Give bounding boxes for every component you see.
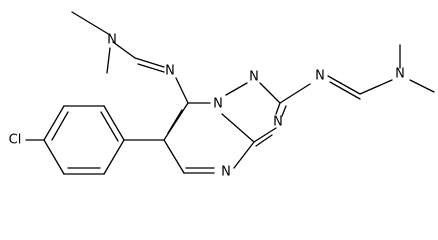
bond: [100, 111, 119, 142]
bond: [409, 79, 435, 93]
bond: [255, 134, 273, 147]
bond: [167, 109, 183, 134]
bond: [329, 81, 361, 100]
bond: [327, 75, 361, 95]
bond: [221, 113, 255, 143]
atom-label-n-left-imine: N: [165, 64, 175, 79]
bond: [163, 139, 185, 174]
bond: [275, 102, 281, 115]
bond: [106, 47, 111, 74]
atom-label-n-right-amine: N: [395, 67, 405, 82]
bond: [112, 41, 136, 59]
bond: [103, 139, 125, 175]
bond: [71, 11, 111, 36]
bond-layer: [25, 11, 435, 175]
bond: [43, 139, 65, 175]
bond: [281, 105, 287, 117]
bond: [253, 127, 277, 143]
bond: [233, 141, 255, 169]
bond: [137, 63, 165, 73]
bond: [359, 79, 393, 95]
bond: [259, 82, 281, 104]
bond: [43, 105, 65, 141]
atom-label-n-triazole-right: N: [273, 115, 283, 130]
chemical-structure: N N N N N N N N Cl: [9, 11, 435, 180]
atom-label-chlorine: Cl: [9, 133, 22, 148]
bond: [279, 83, 311, 104]
atom-label-n-right-imine: N: [315, 69, 325, 84]
atom-label-n-bridgehead: N: [213, 97, 223, 112]
atom-label-n-pyrimidine-bottom: N: [221, 165, 231, 180]
bond: [134, 57, 165, 68]
bond: [103, 105, 125, 141]
bond: [163, 102, 189, 141]
atom-label-n-triazole-upper: N: [249, 70, 259, 85]
atom-label-layer: N N N N N N N N Cl: [9, 33, 405, 180]
bond: [175, 77, 189, 104]
atom-label-n-left-amine: N: [107, 33, 117, 48]
bond: [51, 111, 69, 141]
bond: [225, 82, 248, 96]
